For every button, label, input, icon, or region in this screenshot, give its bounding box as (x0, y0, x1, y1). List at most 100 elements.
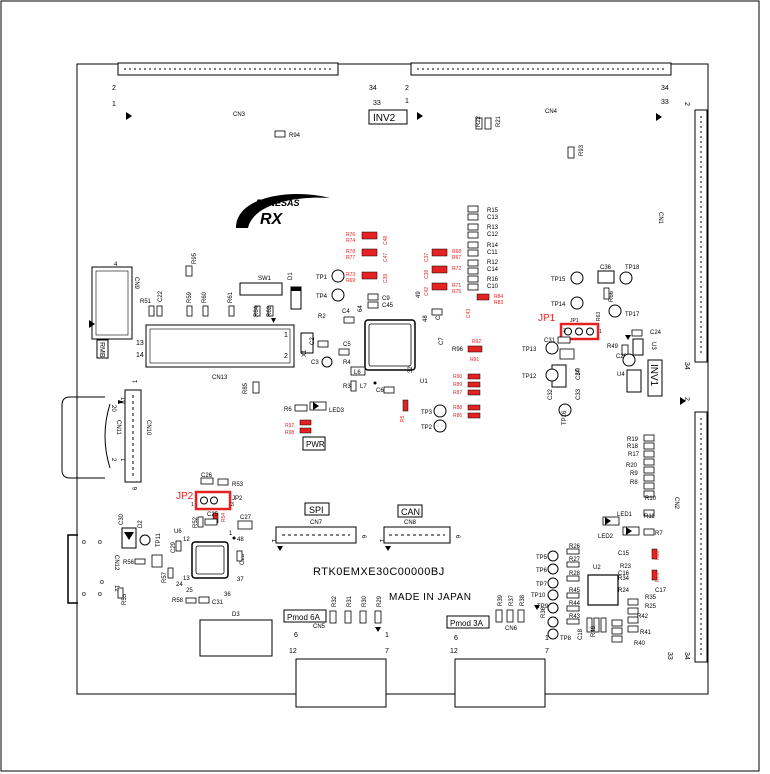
red-label: R5 (400, 415, 406, 422)
pin1-marker (385, 546, 391, 551)
part-label: C26 (201, 473, 213, 479)
usb-pad: o (82, 539, 86, 546)
header-cn9 (91, 266, 133, 340)
pin-label: 2 (284, 353, 288, 360)
part-label: C16 (618, 571, 630, 577)
pin1-marker (417, 112, 423, 120)
part-label: R19 (627, 437, 639, 443)
part-label: R41 (640, 630, 652, 636)
pmod3a-label: Pmod 3A (450, 619, 484, 628)
boxed-label-pmod3a (446, 615, 490, 629)
test-point-tp16 (558, 403, 572, 417)
model-number: RTK0EMXE30C00000BJ (313, 566, 445, 578)
connector-label-cn4: CN4 (545, 109, 558, 115)
pin-label: 1 (119, 458, 125, 462)
pin1-marker (534, 605, 540, 610)
red-label: R97 (285, 423, 294, 429)
red-label: R72 (452, 266, 461, 272)
part-label: C18 (578, 628, 584, 640)
pin-label: 34 (369, 85, 377, 92)
part-label: R30 (362, 595, 368, 607)
part-label: R17 (628, 452, 640, 458)
part-label: R20 (626, 463, 638, 469)
part-label: C4 (342, 309, 350, 315)
part-label: C9 (382, 296, 390, 302)
pin-label: 64 (358, 305, 364, 312)
part-label: C33 (576, 388, 582, 400)
smd-group (148, 130, 286, 394)
red-label: R87 (453, 390, 462, 396)
pin-label: 37 (237, 577, 244, 583)
part-label: R63 (596, 312, 602, 321)
part-label: L7 (360, 384, 367, 390)
part-label: TP2 (421, 425, 433, 431)
part-label: TP6 (536, 568, 548, 574)
part-label: C25 (207, 512, 219, 518)
chip-u6 (191, 541, 229, 579)
test-point-tp14 (570, 296, 584, 310)
part-label: R51 (140, 299, 152, 305)
brand-rx: RX (260, 211, 284, 228)
part-label: R94 (289, 133, 301, 139)
boxed-label-rmb (96, 339, 109, 359)
header-cn6 (454, 658, 546, 708)
part-label: TP15 (551, 277, 566, 283)
part-label: C28 (240, 553, 246, 565)
part-label: R37 (509, 594, 515, 606)
pin-label: 12 (289, 648, 297, 655)
red-label: C43 (466, 309, 472, 318)
part-label: U6 (174, 529, 182, 535)
connector-label-cn9: CN9 (133, 277, 139, 290)
pin1-marker (118, 400, 124, 404)
test-point-tp13 (545, 341, 559, 355)
part-label: C3 (311, 360, 319, 366)
pin-label: 12 (450, 648, 458, 655)
part-label: C12 (487, 232, 499, 238)
pin1-marker (375, 627, 381, 632)
red-label: R79 (655, 573, 661, 582)
connector-label-cn5: CN5 (313, 624, 326, 630)
part-label: R35 (645, 595, 657, 601)
usb-pad: o (98, 591, 102, 598)
test-point-tp12 (545, 368, 559, 382)
led-symbol (605, 517, 611, 525)
made-in-label: MADE IN JAPAN (389, 592, 471, 603)
part-label: R96 (452, 347, 464, 353)
pin-label: 3 (563, 328, 566, 334)
pin-label: 1 (284, 332, 288, 339)
part-label: D3 (232, 612, 240, 618)
boxed-label-can (397, 504, 423, 518)
pin1-marker (625, 335, 631, 340)
pin1-marker (656, 113, 662, 121)
brand-text: RENESAS (256, 198, 300, 208)
part-label: TP9 (537, 604, 549, 610)
red-label: R88 (453, 405, 462, 411)
part-label: TP11 (156, 532, 162, 547)
connector-label-cn11: CN11 (115, 420, 121, 436)
part-label: R29 (377, 595, 383, 607)
header-cn7 (275, 526, 357, 544)
red-label: R71 (452, 283, 461, 289)
part-label: TP8 (560, 636, 572, 642)
part-label: LED2 (598, 534, 614, 540)
red-label: R67 (452, 255, 461, 261)
pin-label: 2 (683, 102, 690, 106)
led-symbol (626, 527, 632, 535)
part-label: R43 (569, 614, 581, 620)
part-label: TP17 (625, 312, 640, 318)
header-cn4 (410, 62, 672, 76)
pin-label: 3 (231, 502, 234, 508)
smd-group (566, 548, 607, 633)
pin-label: 48 (423, 315, 429, 322)
part-label: R3 (343, 384, 351, 390)
part-label: LED3 (329, 408, 345, 414)
red-label: R74 (346, 238, 355, 244)
part-label: R61 (228, 291, 234, 303)
test-point-tp1 (331, 269, 345, 283)
pin-label: 2 (405, 85, 409, 92)
pin-label: 33 (373, 100, 381, 107)
test-point-tp18 (619, 271, 633, 285)
pin1-marker (271, 318, 276, 323)
inv2-label: INV2 (373, 113, 396, 124)
